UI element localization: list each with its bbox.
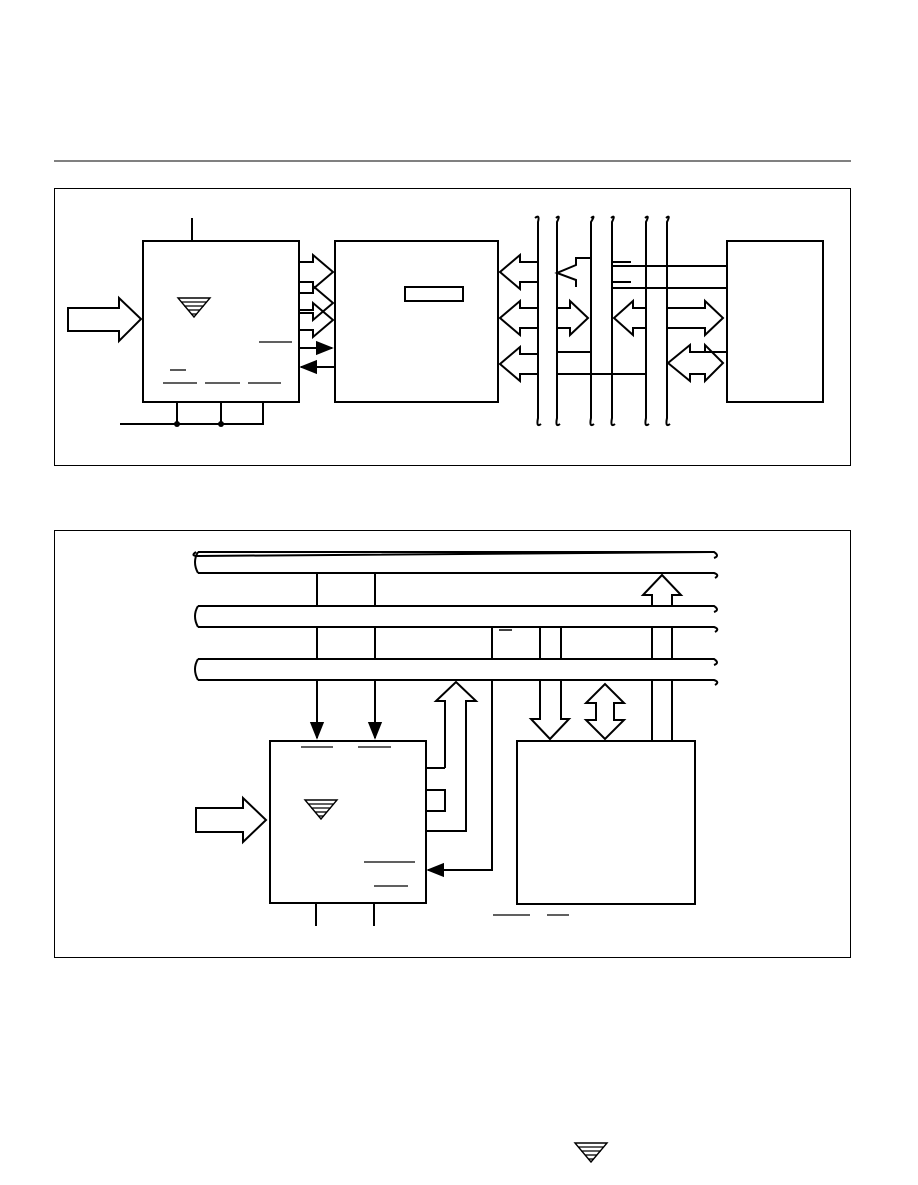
figure-1-logo-icon <box>177 297 211 318</box>
bus-arrow-both <box>667 298 725 338</box>
figure-1-peripheral-block <box>726 240 824 403</box>
interface-register <box>404 286 464 302</box>
bus-arrow-both <box>498 298 538 338</box>
vertical-bus-3 <box>644 215 671 427</box>
vertical-bus-1 <box>534 215 561 427</box>
bus-arrow-right <box>557 298 590 338</box>
bus-arrow-left <box>498 344 538 384</box>
bus-arrow-left <box>554 257 591 287</box>
figure-1-interface-block <box>334 240 499 403</box>
footer-logo-icon <box>574 1142 608 1163</box>
controller-overbars <box>163 341 292 384</box>
bus-arrow-both <box>666 342 727 384</box>
controller-input-arrow <box>67 295 143 344</box>
controller-bottom-pins <box>120 402 264 425</box>
junction-dot <box>218 421 224 427</box>
controller-input-arrow <box>195 795 268 845</box>
figure-2-logo-icon <box>304 799 338 820</box>
signal-arrow-left <box>426 680 493 878</box>
controller-overbars <box>301 746 415 887</box>
bus-arrow-left-2 <box>612 261 631 283</box>
bus-arrow-up <box>426 680 479 832</box>
bus-arrow-right <box>299 300 335 340</box>
horizontal-bus-3 <box>194 658 719 686</box>
figure-2-frame <box>54 530 851 958</box>
bus-arrow-right <box>299 252 335 292</box>
junction-dot <box>174 421 180 427</box>
controller-loop <box>426 789 446 812</box>
bus-arrow-left <box>612 298 646 338</box>
bus-arrow-right <box>299 283 335 323</box>
figure-2-controller-block <box>269 740 427 904</box>
bus-arrow-down <box>528 680 572 741</box>
figure-2-memory-block <box>516 740 696 905</box>
figure-2 <box>54 530 851 958</box>
bus-arrow-left <box>498 252 538 292</box>
figure-1 <box>54 188 851 466</box>
bus-arrow-both <box>583 682 627 741</box>
figure-1-frame <box>54 188 851 466</box>
bus-arrow-up <box>640 573 684 606</box>
figure-1-controller-block <box>142 240 300 403</box>
horizontal-bus-2 <box>194 605 719 633</box>
vertical-bus-2 <box>589 215 616 427</box>
horizontal-bus-1 <box>192 551 719 579</box>
